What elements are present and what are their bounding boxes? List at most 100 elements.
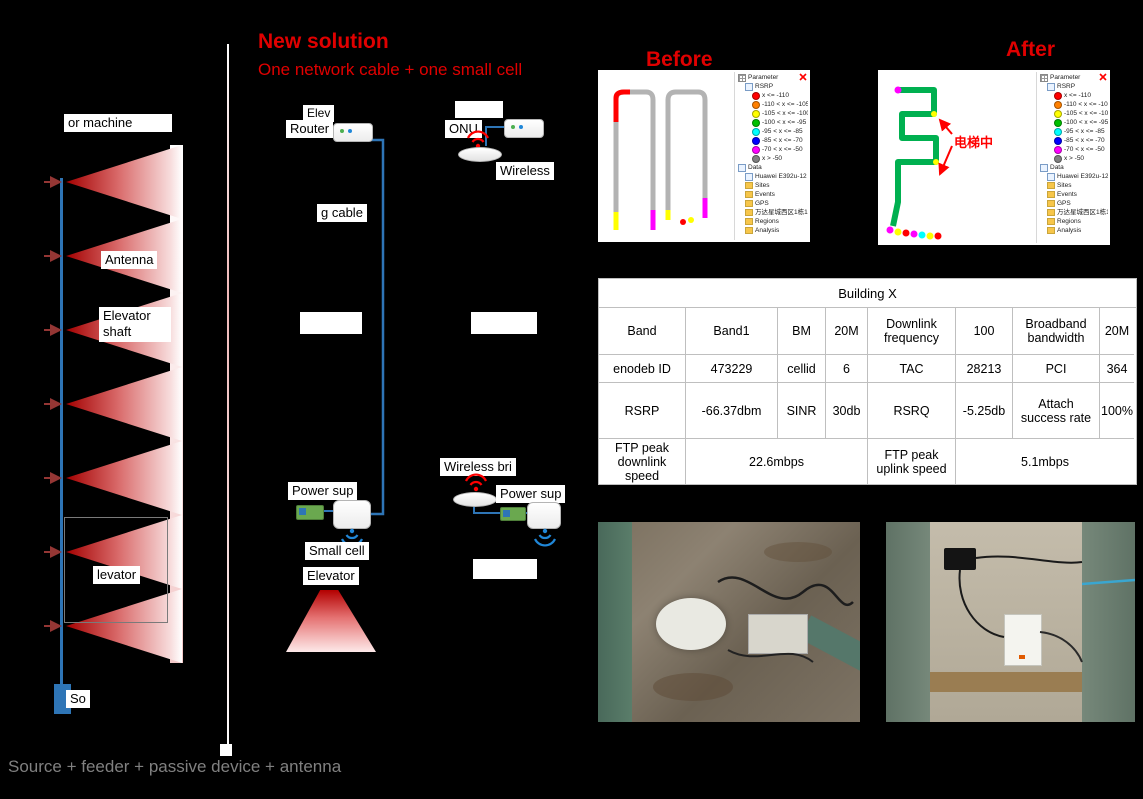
check-icon[interactable] [745, 172, 753, 181]
led-dot [511, 125, 515, 129]
small-cell-device-icon [333, 500, 371, 529]
legend-tree-row[interactable]: Regions [738, 217, 808, 226]
table-cell: 473229 [685, 354, 777, 382]
legend-tree-row[interactable]: -85 < x <= -70 [1040, 136, 1108, 145]
legend-tree-row[interactable]: 万达星城西区1栋1梯 [1040, 208, 1108, 217]
green-frame-left [598, 522, 632, 722]
legend-tree-row[interactable]: 万达星城西区1栋1梯 [738, 208, 808, 217]
small-cell-label: Small cell [305, 542, 369, 561]
antenna-arrows [44, 176, 62, 632]
dot-icon [752, 100, 760, 109]
legend-tree-row[interactable]: Huawei E392u-12 (1) [738, 172, 808, 181]
legend-tree-row[interactable]: -105 < x <= -100 [1040, 109, 1108, 118]
check-icon[interactable] [738, 163, 746, 172]
legend-tree-row[interactable]: Parameter [1040, 73, 1108, 82]
legend-tree-row[interactable]: Events [738, 190, 808, 199]
legend-tree-row[interactable]: -95 < x <= -85 [1040, 127, 1108, 136]
machine-room-label: or machine [64, 114, 172, 133]
green-beam-right [1082, 522, 1135, 722]
dot-icon [1054, 91, 1062, 100]
power-chip [299, 508, 306, 515]
table-cell: 6 [825, 354, 867, 382]
legend-tree-row[interactable]: -100 < x <= -95 [738, 118, 808, 127]
check-icon[interactable] [1047, 172, 1055, 181]
legend-tree-row[interactable]: Sites [1040, 181, 1108, 190]
legend-tree-row[interactable]: Data [738, 163, 808, 172]
legend-tree-label: -105 < x <= -100 [1064, 110, 1108, 117]
table-cell: 22.6mbps [685, 438, 867, 484]
led-dot [519, 125, 523, 129]
kpi-table: Building X Band Band1 BM 20M Downlink fr… [598, 278, 1137, 485]
legend-tree-row[interactable]: Huawei E392u-12 (1) [1040, 172, 1108, 181]
close-icon[interactable] [1099, 73, 1107, 81]
legend-tree-label: Parameter [748, 74, 779, 81]
dot-icon [752, 154, 760, 163]
dot-icon [752, 136, 760, 145]
bridge-to-power-cable [473, 505, 500, 514]
legend-tree-row[interactable]: GPS [1040, 199, 1108, 208]
wireless-ap-disc [453, 492, 497, 507]
check-icon[interactable] [1047, 82, 1055, 91]
folder-icon [745, 209, 753, 216]
router-device-icon [333, 123, 373, 142]
blank-label-box [220, 744, 232, 756]
legend-tree-label: x > -50 [1064, 155, 1085, 162]
grid-icon[interactable] [738, 73, 746, 82]
legend-tree-row[interactable]: Analysis [738, 226, 808, 235]
legend-tree-row[interactable]: RSRP [738, 82, 808, 91]
panel-divider [734, 72, 735, 240]
elevator-car-outline [64, 517, 168, 623]
legend-tree-row[interactable]: Sites [738, 181, 808, 190]
legend-tree-label: Parameter [1050, 74, 1081, 81]
network-cable-path [360, 138, 385, 516]
legend-tree-row[interactable]: -100 < x <= -95 [1040, 118, 1108, 127]
white-device-blob [656, 598, 726, 650]
legend-tree-row[interactable]: Regions [1040, 217, 1108, 226]
legend-tree-label: -100 < x <= -95 [762, 119, 807, 126]
table-cell: Broadband bandwidth [1012, 308, 1099, 354]
legend-tree-row[interactable]: Parameter [738, 73, 808, 82]
dot-icon [1054, 127, 1062, 136]
blank-label-box [473, 559, 537, 579]
legend-tree-row[interactable]: GPS [738, 199, 808, 208]
check-icon[interactable] [745, 82, 753, 91]
folder-icon [745, 191, 753, 198]
legend-tree-row[interactable]: Events [1040, 190, 1108, 199]
power-chip [503, 510, 510, 517]
legend-tree-row[interactable]: x <= -110 [1040, 91, 1108, 100]
in-elevator-annotation: 电梯中 [954, 135, 994, 150]
legend-tree-label: Analysis [755, 227, 780, 234]
grid-icon[interactable] [1040, 73, 1048, 82]
led-dot [340, 129, 344, 133]
close-icon[interactable] [799, 73, 807, 81]
legend-tree-row[interactable]: x <= -110 [738, 91, 808, 100]
legend-tree-row[interactable]: Analysis [1040, 226, 1108, 235]
elevator-shaft-label: Elevator shaft [99, 307, 171, 342]
legend-tree-row[interactable]: x > -50 [1040, 154, 1108, 163]
legend-tree-row[interactable]: -110 < x <= -105 [1040, 100, 1108, 109]
legend-tree-label: Sites [1057, 182, 1072, 189]
legend-tree-label: x <= -110 [762, 92, 789, 99]
section-divider [227, 44, 229, 756]
onu-to-ap-cable [485, 126, 504, 146]
check-icon[interactable] [1040, 163, 1048, 172]
legend-tree-row[interactable]: x > -50 [738, 154, 808, 163]
dot-icon [752, 118, 760, 127]
legend-tree-row[interactable]: RSRP [1040, 82, 1108, 91]
after-title: After [1006, 38, 1056, 61]
folder-icon [1047, 218, 1055, 225]
folder-icon [1047, 191, 1055, 198]
table-cell: RSRQ [867, 382, 955, 438]
legend-tree-row[interactable]: -110 < x <= -105 [738, 100, 808, 109]
dot-icon [752, 127, 760, 136]
legend-tree-label: Sites [755, 182, 770, 189]
legend-tree-row[interactable]: -105 < x <= -100 [738, 109, 808, 118]
legend-tree-row[interactable]: -70 < x <= -50 [738, 145, 808, 154]
legend-tree-row[interactable]: -95 < x <= -85 [738, 127, 808, 136]
legend-tree-row[interactable]: -85 < x <= -70 [738, 136, 808, 145]
legend-tree-row[interactable]: Data [1040, 163, 1108, 172]
table-cell: -66.37dbm [685, 382, 777, 438]
legend-tree-row[interactable]: -70 < x <= -50 [1040, 145, 1108, 154]
